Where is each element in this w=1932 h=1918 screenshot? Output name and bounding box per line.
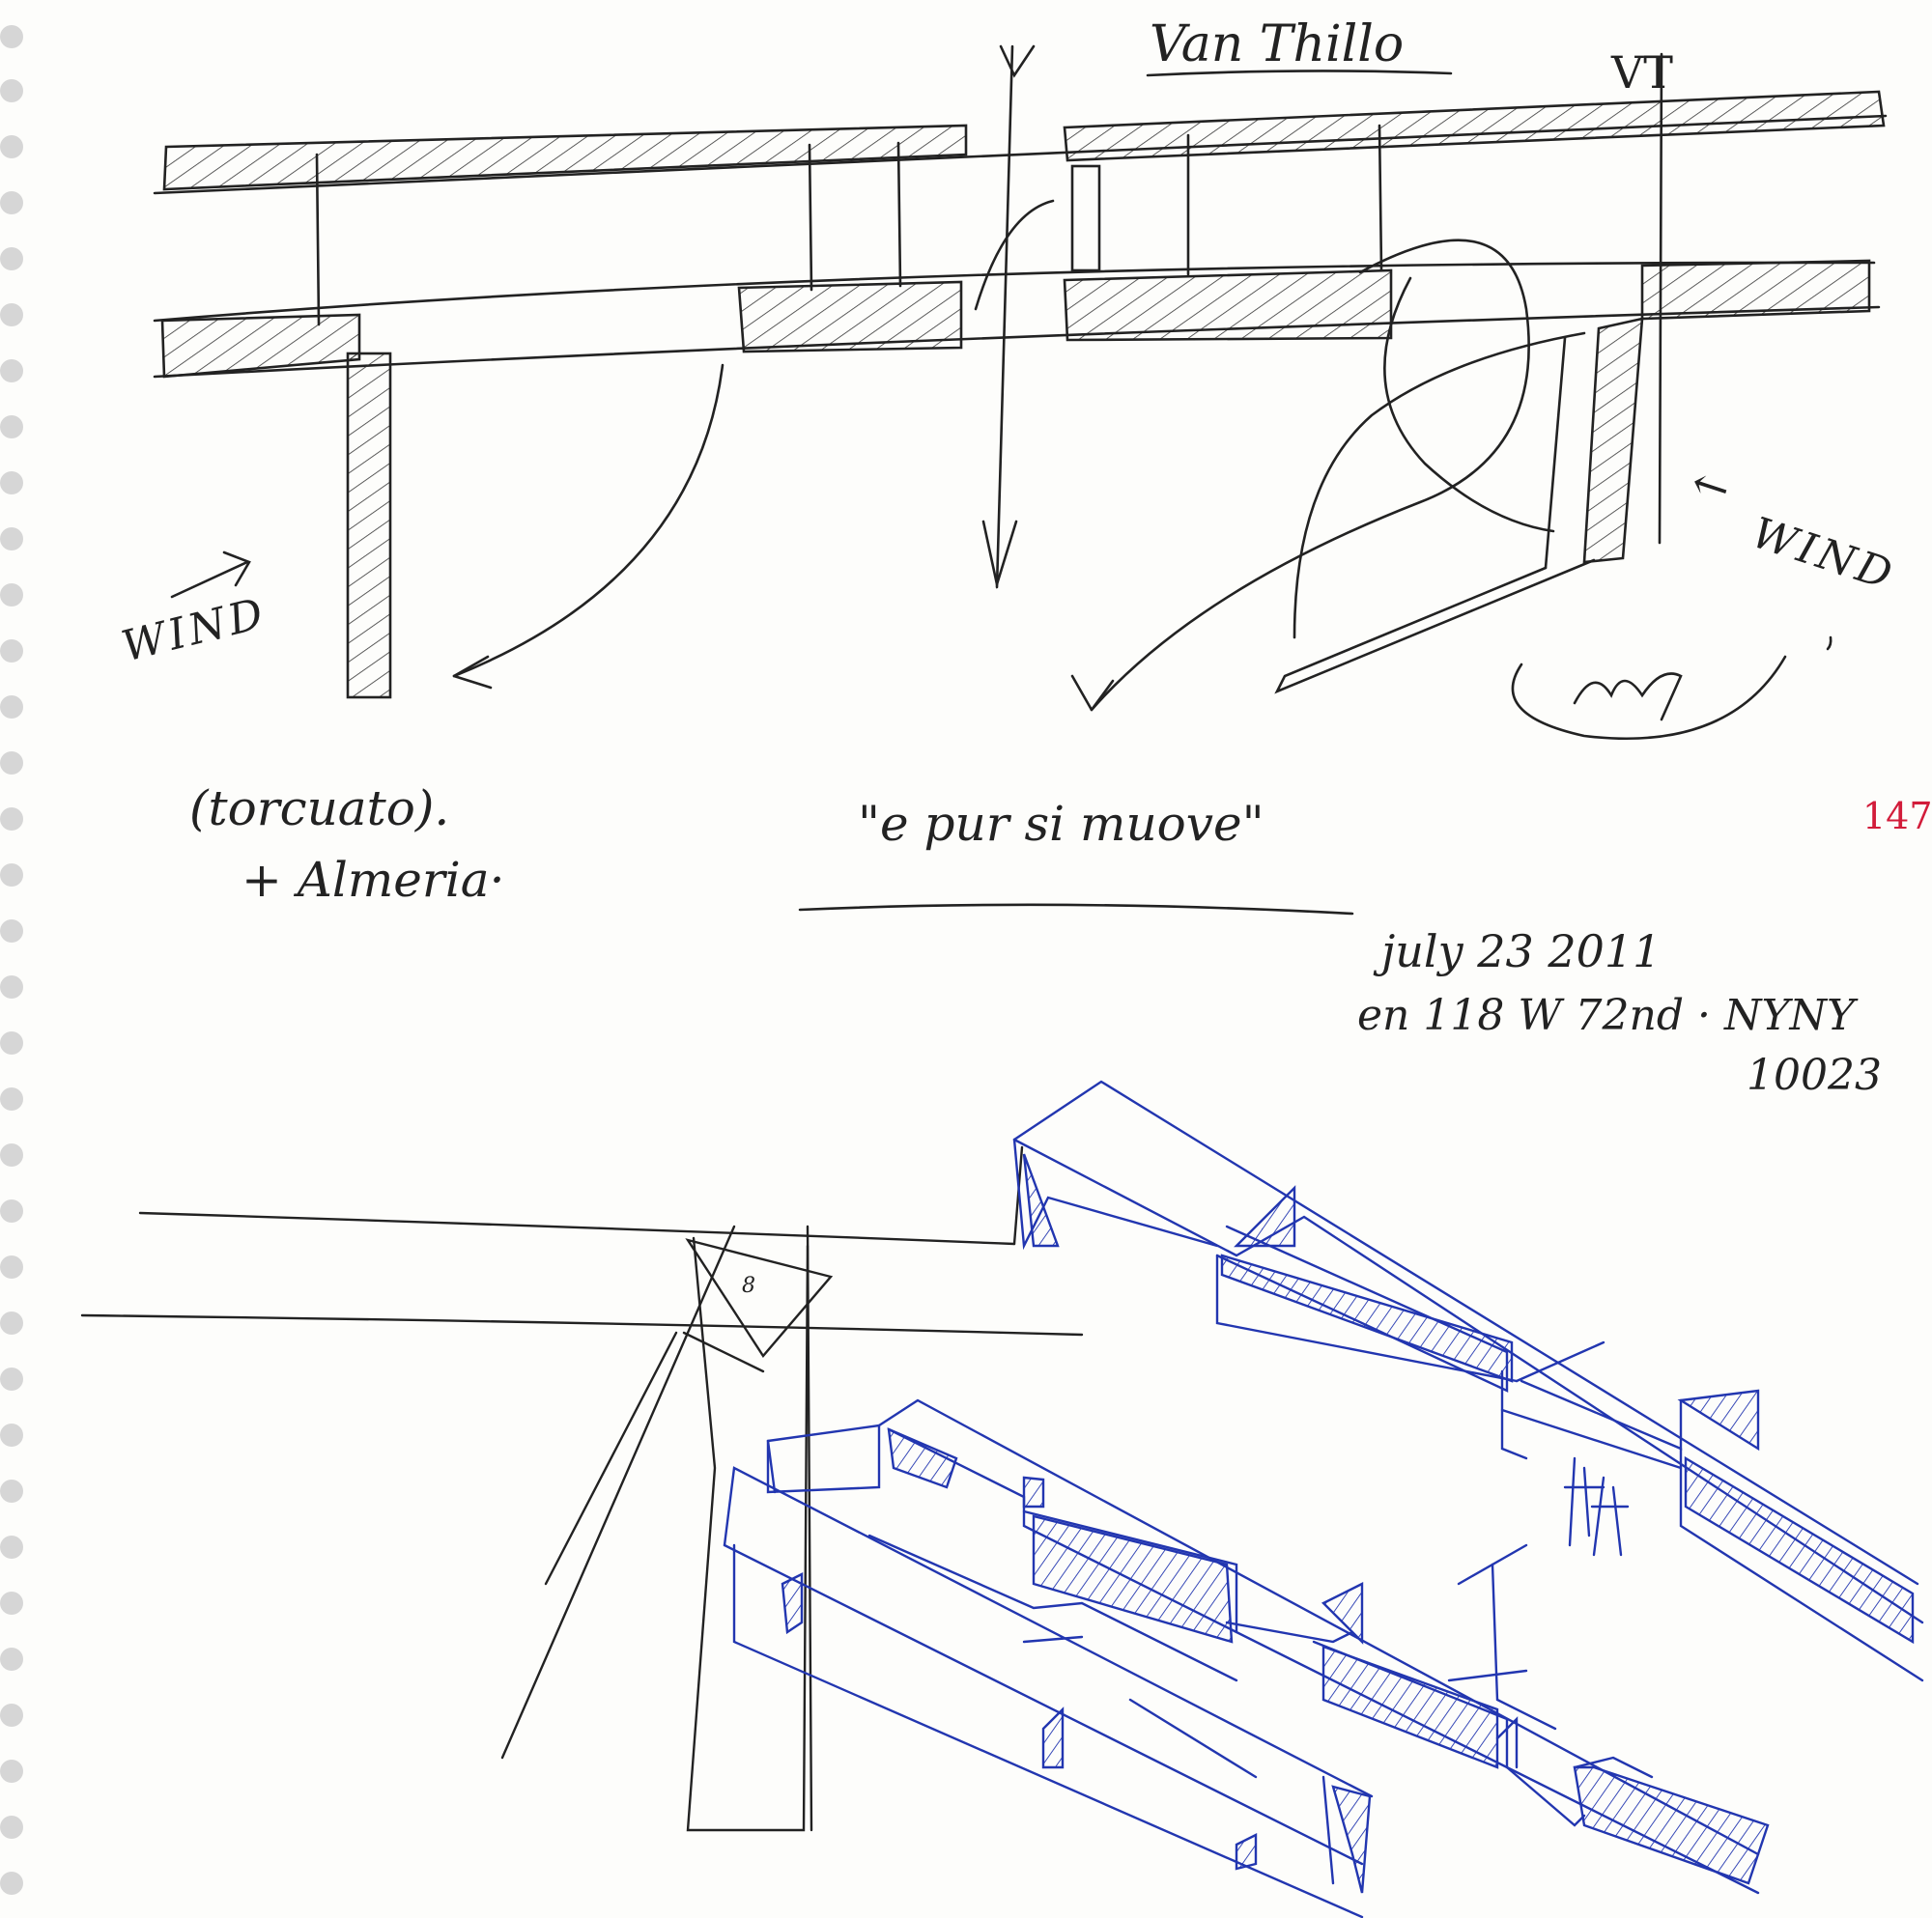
perspective-blue-ink bbox=[723, 1080, 1924, 1918]
right-wall bbox=[1582, 317, 1644, 564]
section-drawing bbox=[153, 44, 1888, 916]
note-torcuato: (torcuato). bbox=[189, 780, 450, 836]
note-almeria: + Almeria· bbox=[242, 852, 505, 908]
page-number: 147 bbox=[1862, 795, 1932, 837]
left-column bbox=[346, 352, 392, 699]
binding-holes bbox=[0, 25, 23, 1895]
perspective-pencil-lines: 8 bbox=[80, 1145, 1084, 1832]
vt-mark: VT bbox=[1611, 46, 1673, 99]
svg-text:8: 8 bbox=[742, 1274, 755, 1298]
floor-slab-mid2 bbox=[1063, 268, 1393, 342]
floor-slab-mid bbox=[737, 280, 963, 353]
quote-note: "e pur si muove" bbox=[858, 796, 1264, 852]
roof-slab-left bbox=[162, 124, 968, 191]
zip-note: 10023 bbox=[1747, 1051, 1882, 1100]
date-note: july 23 2011 bbox=[1381, 925, 1662, 977]
address-note: en 118 W 72nd · NYNY bbox=[1357, 991, 1856, 1040]
drawing-title: Van Thillo bbox=[1150, 15, 1405, 73]
